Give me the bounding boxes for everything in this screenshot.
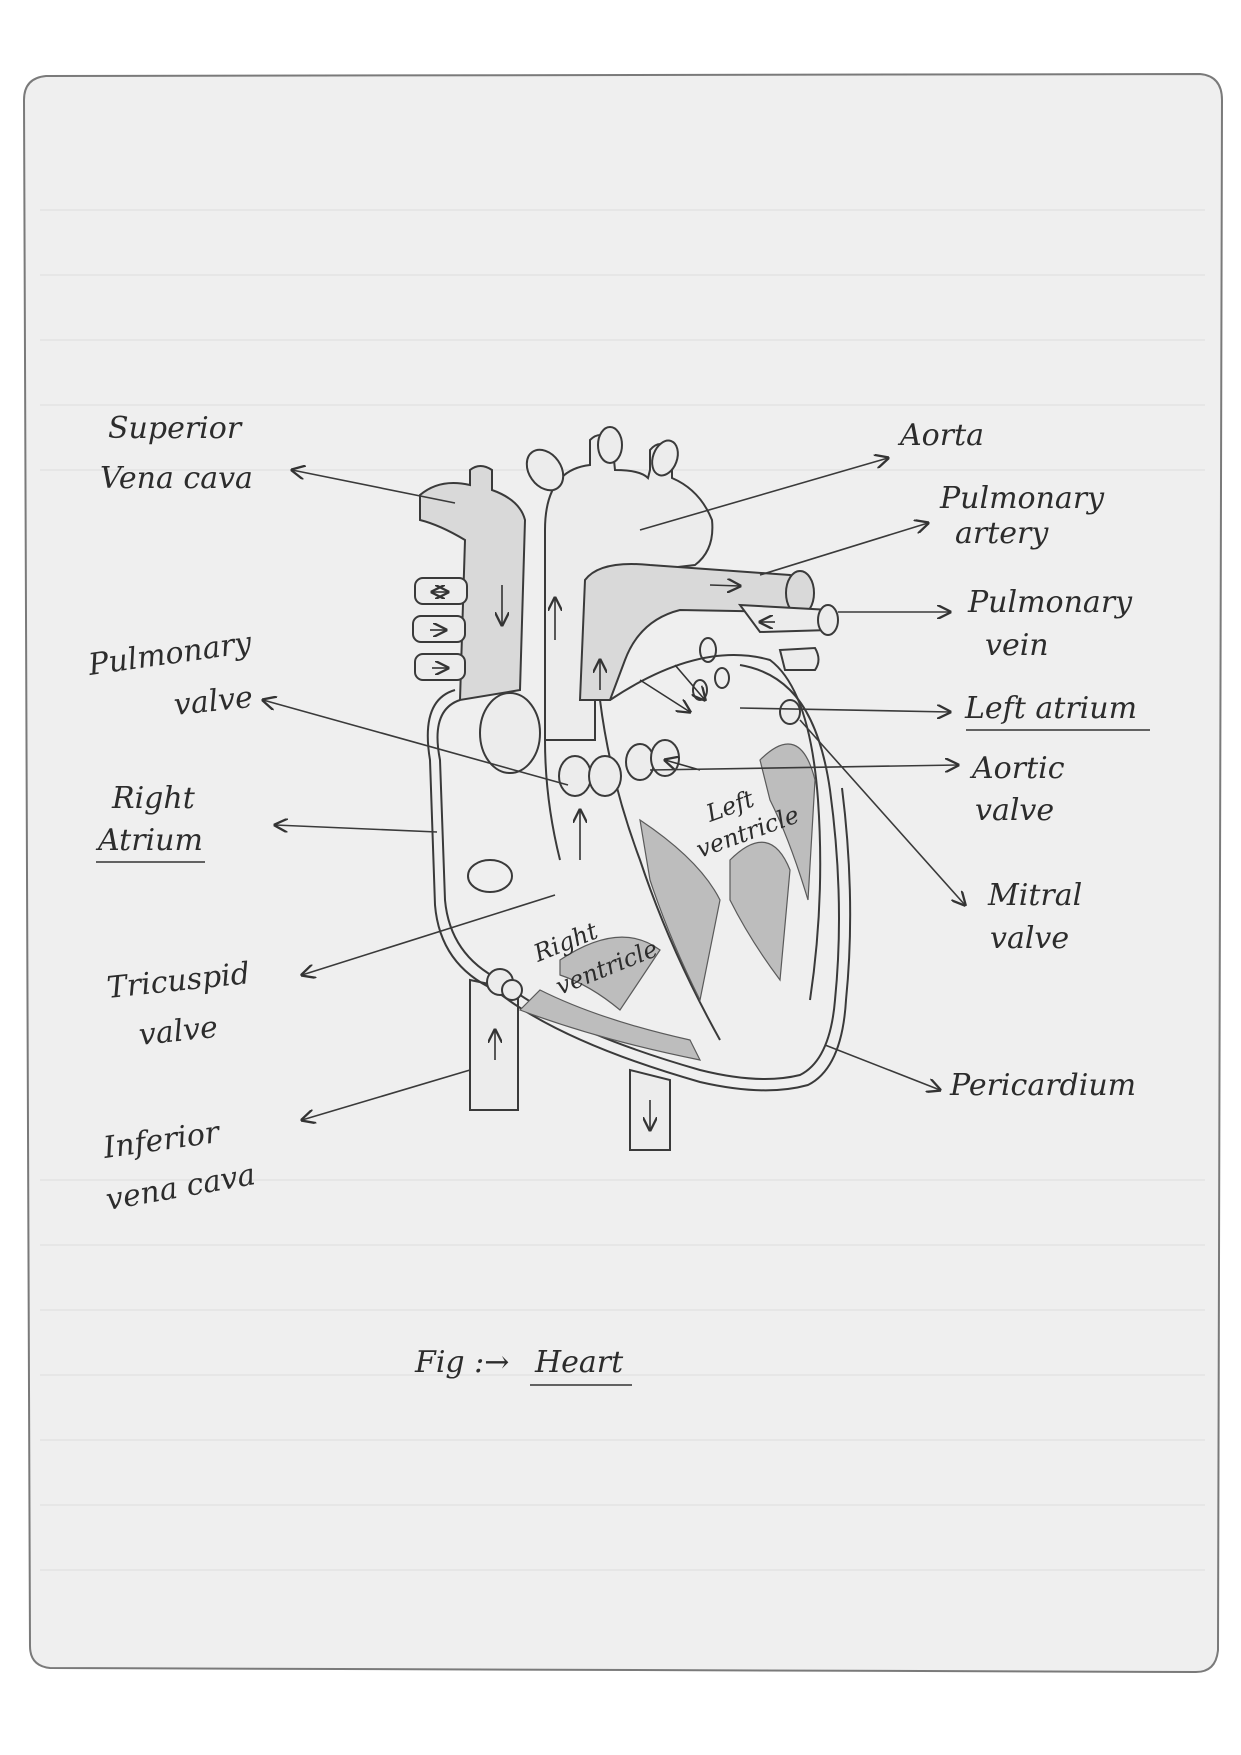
- left-pulmonary-vessels: [413, 578, 467, 680]
- label-right-atrium-2: Atrium: [95, 823, 203, 858]
- label-pulmonary-artery-1: Pulmonary: [939, 481, 1105, 516]
- caption-prefix: Fig :→: [414, 1345, 509, 1380]
- label-mitral-valve-2: valve: [990, 921, 1069, 956]
- label-pulmonary-vein-2: vein: [985, 628, 1049, 663]
- label-pulmonary-vein-1: Pulmonary: [967, 585, 1133, 620]
- right-atrium-oval: [480, 693, 540, 773]
- aorta-branch-2: [598, 427, 622, 463]
- label-aortic-valve-2: valve: [975, 793, 1054, 828]
- caption-title: Heart: [534, 1345, 624, 1380]
- pulmonary-vein-end: [818, 605, 838, 635]
- label-aortic-valve-1: Aortic: [969, 751, 1065, 786]
- label-superior-vena-cava-1: Superior: [108, 411, 243, 446]
- label-right-atrium-1: Right: [111, 781, 196, 816]
- label-pulmonary-artery-2: artery: [955, 516, 1049, 551]
- label-left-atrium: Left atrium: [964, 691, 1137, 726]
- label-mitral-valve-1: Mitral: [987, 878, 1082, 913]
- label-aorta: Aorta: [897, 418, 984, 453]
- label-superior-vena-cava-2: Vena cava: [100, 461, 253, 496]
- pulmonary-vein-lower: [780, 648, 819, 670]
- notebook-page: [24, 74, 1222, 1672]
- label-pericardium: Pericardium: [949, 1068, 1136, 1103]
